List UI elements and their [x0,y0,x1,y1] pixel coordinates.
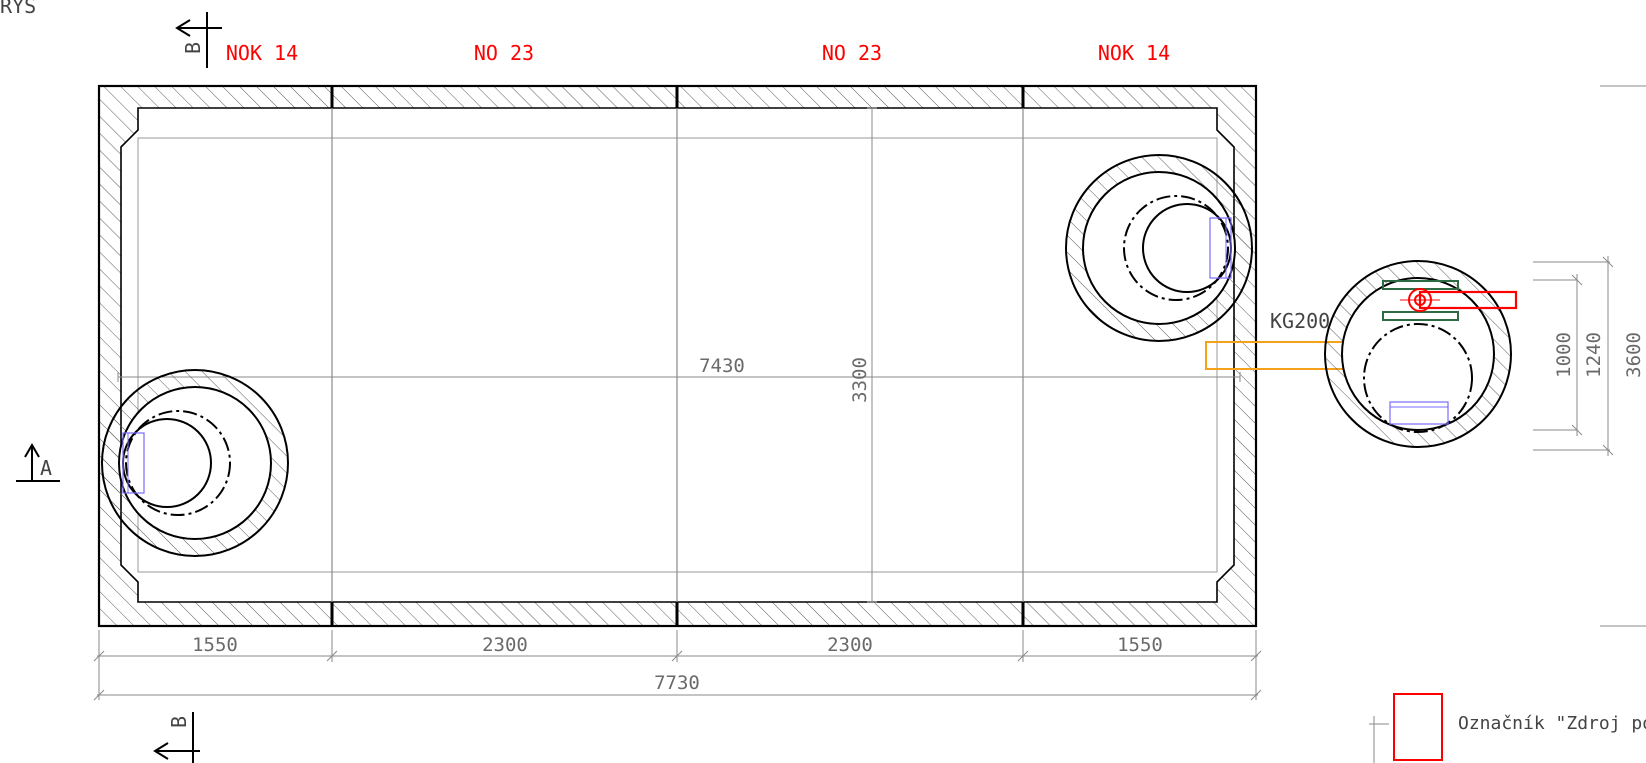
dim-right-mid: 1240 [1583,332,1605,378]
inner-dimension-lines [117,107,1241,603]
pipe-label: KG200 [1270,309,1330,333]
section-label-a: A [40,456,52,480]
dim-right-total: 3600 [1623,332,1645,378]
segment-label-3: NO 23 [822,41,882,65]
section-label-b-top: B [181,42,205,54]
bottom-dimension-lines [93,630,1262,701]
right-dimension-lines [1533,85,1646,627]
dim-bottom-2: 2300 [482,634,528,656]
dim-bottom-3: 2300 [827,634,873,656]
dim-bottom-4: 1550 [1117,634,1163,656]
external-shaft [1324,260,1518,448]
dim-inner-width: 3300 [849,357,871,403]
legend-symbol [1369,693,1443,763]
dim-inner-length: 7430 [699,355,745,377]
dim-right-small: 1000 [1553,332,1575,378]
legend-text: Označník "Zdroj požárn [1458,713,1646,734]
manhole-right [1065,154,1253,342]
section-label-b-bottom: B [167,716,191,728]
section-marker-a [16,443,60,482]
manhole-left [101,369,289,557]
view-title: ORYS [0,0,36,18]
segment-label-4: NOK 14 [1098,41,1170,65]
segment-label-2: NO 23 [474,41,534,65]
section-marker-b-top [175,12,222,68]
dim-bottom-total: 7730 [654,672,700,694]
section-marker-b-bottom [153,712,200,763]
segment-label-1: NOK 14 [226,41,298,65]
dim-bottom-1: 1550 [192,634,238,656]
segment-joints [330,86,1025,626]
